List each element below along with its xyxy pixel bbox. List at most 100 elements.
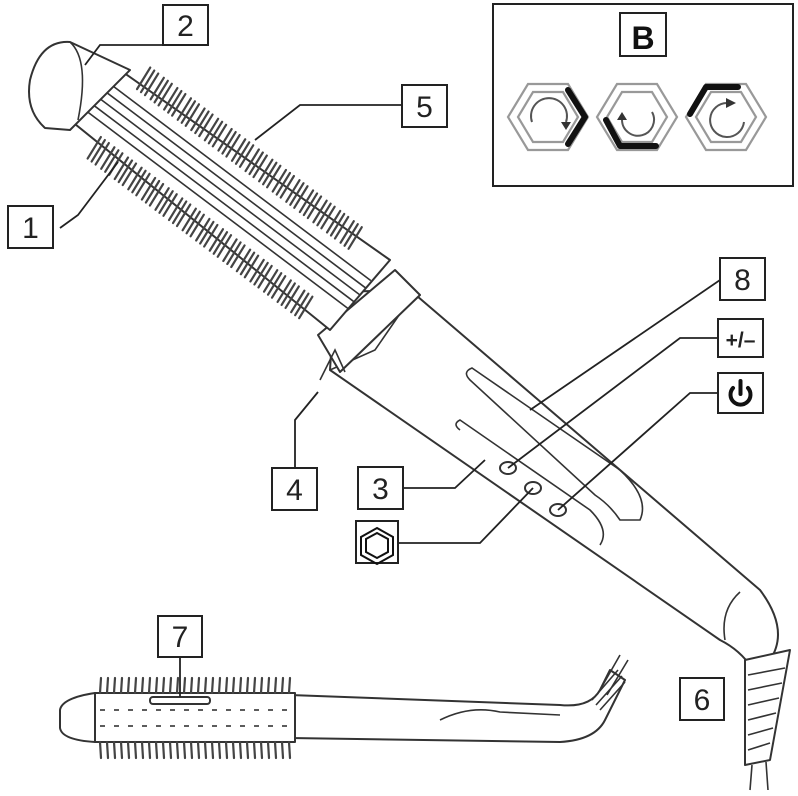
bristle <box>100 146 116 170</box>
barrel-ridge <box>105 79 372 282</box>
bristle <box>230 138 247 162</box>
bristle <box>329 212 346 237</box>
barrel-ridges <box>83 79 372 311</box>
bristle <box>320 205 336 230</box>
bristle <box>238 676 243 695</box>
small-brush <box>59 654 629 760</box>
bristle <box>127 166 143 191</box>
bristle <box>252 740 257 760</box>
bristle <box>153 79 169 104</box>
bristle <box>258 158 274 183</box>
bristle <box>339 220 355 244</box>
bristle <box>189 740 194 760</box>
bristle <box>249 258 265 283</box>
bristle <box>140 176 157 201</box>
bristle <box>230 244 246 269</box>
bristle <box>210 676 215 695</box>
bristle <box>280 740 285 760</box>
bristle <box>293 185 309 209</box>
callout-7-label: 7 <box>172 621 189 654</box>
bristle <box>143 72 160 97</box>
bristle <box>198 113 214 138</box>
bristle <box>189 213 205 238</box>
bristle <box>135 172 151 197</box>
bristle <box>298 295 314 320</box>
bristle <box>211 123 228 148</box>
bristle <box>167 89 183 114</box>
bristle <box>119 676 124 695</box>
bristle <box>139 69 156 94</box>
bristle <box>217 740 222 760</box>
callout-6: 6 <box>679 677 725 721</box>
callout-1-label: 1 <box>22 212 39 245</box>
bristle <box>144 179 161 204</box>
bristle <box>86 135 102 160</box>
bristle <box>162 193 178 217</box>
grip-slot <box>465 367 644 521</box>
bristle <box>231 740 236 760</box>
bristle <box>275 171 292 196</box>
bristle <box>262 161 278 186</box>
callout-4: 4 <box>271 467 318 511</box>
bristle <box>140 676 145 695</box>
bristle <box>112 676 117 695</box>
small-brush-cord <box>591 654 629 711</box>
cord-strain-relief <box>744 649 791 791</box>
bristle <box>238 144 255 168</box>
bristle <box>245 676 250 695</box>
bristle <box>196 676 201 695</box>
bristle <box>221 130 237 155</box>
bristle <box>266 272 283 296</box>
small-brush-bristles <box>98 676 292 760</box>
bristle <box>195 217 211 242</box>
bristle <box>113 156 130 181</box>
bristle <box>182 740 187 760</box>
bristle <box>185 210 201 235</box>
small-brush-slot <box>149 696 211 705</box>
bristle <box>126 740 131 760</box>
plus-minus-symbol: +/– <box>726 329 756 352</box>
callout-rotation <box>355 520 399 566</box>
small-brush-handle <box>289 669 626 743</box>
bristle <box>271 168 288 193</box>
bristle <box>154 740 159 760</box>
bristle <box>343 223 359 247</box>
bristle <box>266 164 282 189</box>
bristles <box>86 66 363 320</box>
bristle <box>175 203 192 228</box>
bristle <box>285 179 301 203</box>
release-collar <box>317 269 421 373</box>
bristle <box>126 676 131 695</box>
bristle <box>289 182 305 206</box>
bristle <box>266 676 271 695</box>
bristle <box>257 264 273 289</box>
bristle <box>194 110 210 135</box>
bristle <box>279 174 296 199</box>
bristle <box>104 149 120 173</box>
inset-panel-b: B <box>492 3 794 187</box>
bristle <box>167 197 184 222</box>
bristle <box>234 141 251 165</box>
rotation-right-icon <box>506 82 590 152</box>
bristle <box>287 676 292 695</box>
bristle <box>112 740 117 760</box>
bristle <box>253 261 269 286</box>
bristle <box>273 740 278 760</box>
bristle <box>245 740 250 760</box>
bristle <box>105 740 110 760</box>
bristle <box>199 220 215 245</box>
inset-title: B <box>631 20 654 56</box>
bristle <box>171 92 187 117</box>
bristle <box>333 215 350 240</box>
bristle <box>119 740 124 760</box>
bristle <box>105 676 110 695</box>
callout-5: 5 <box>401 84 448 128</box>
bristle <box>325 209 342 234</box>
callout-8-label: 8 <box>734 264 751 297</box>
bristle <box>203 223 219 248</box>
callout-5-label: 5 <box>416 91 433 124</box>
bristle <box>302 192 319 217</box>
bristle <box>276 279 292 304</box>
bristle <box>182 676 187 695</box>
bristle <box>196 740 201 760</box>
